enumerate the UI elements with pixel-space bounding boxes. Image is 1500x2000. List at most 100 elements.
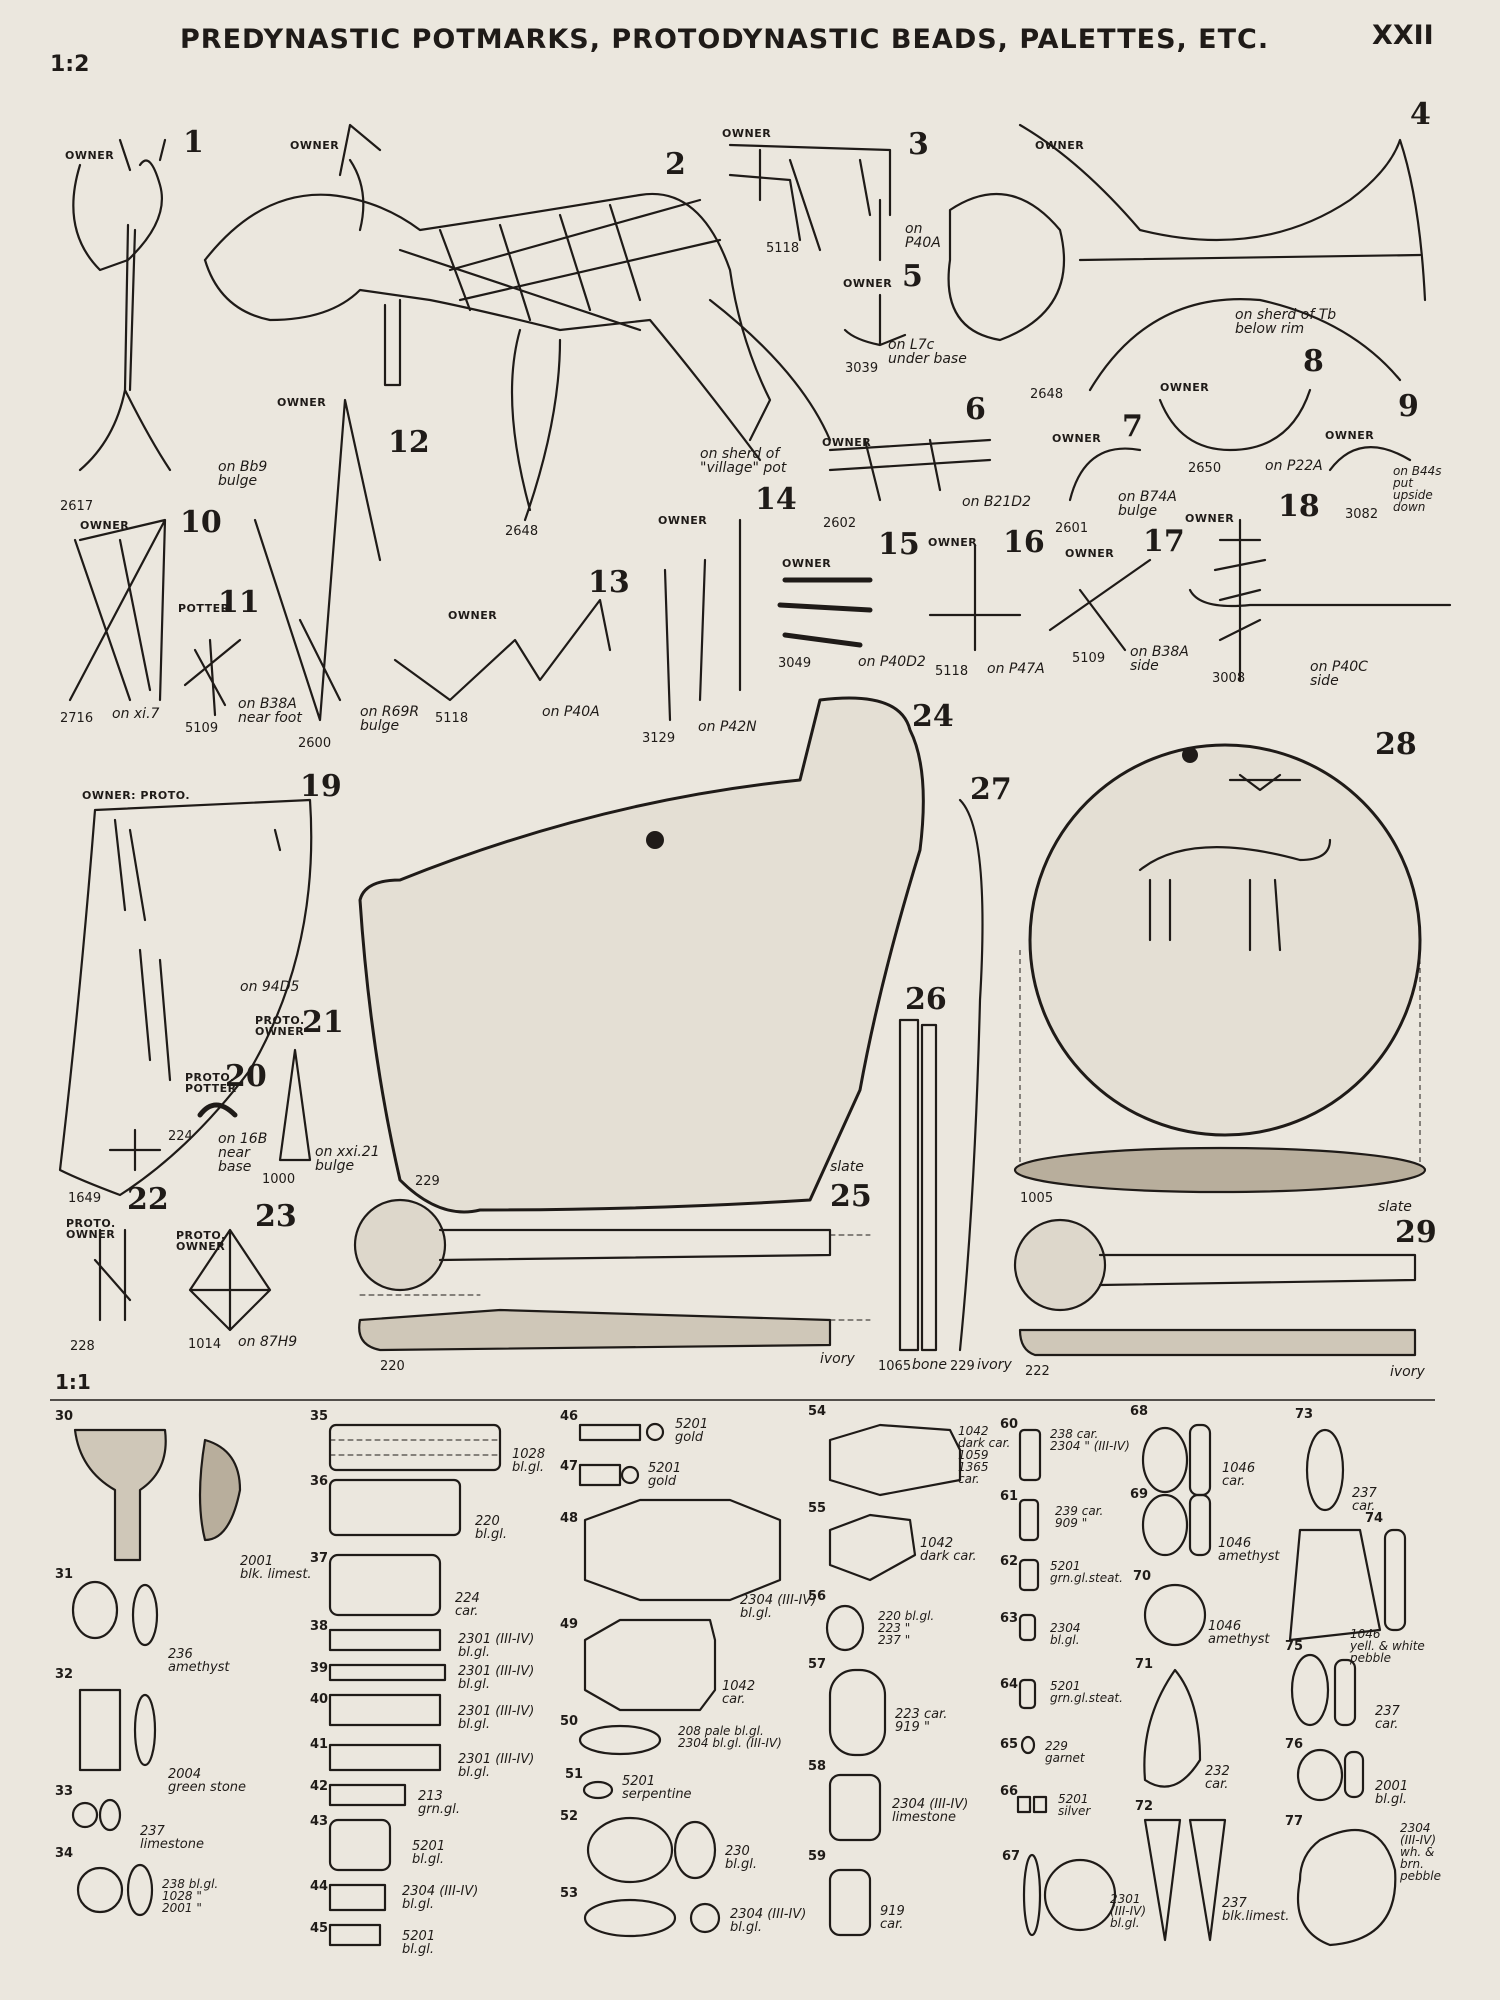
- bead-71-drawing: [1143, 1668, 1202, 1788]
- potmark-14-owner: OWNER: [658, 514, 708, 527]
- bead-34-drawing: [76, 1863, 154, 1917]
- plate-number: XXII: [1372, 20, 1434, 51]
- bead-30-number: 30: [55, 1409, 74, 1424]
- bead-74-drawing: [1288, 1528, 1407, 1642]
- bead-49-number: 49: [560, 1617, 579, 1632]
- potmark-1-number: 1: [183, 125, 204, 160]
- bead-75-label: 237 car.: [1375, 1704, 1400, 1732]
- bead-34-number: 34: [55, 1846, 74, 1861]
- potmark-8-owner: OWNER: [1160, 381, 1210, 394]
- potmark-1-tomb: 2617: [60, 499, 94, 514]
- bead-59-label: 919 car.: [880, 1904, 905, 1932]
- bead-48-number: 48: [560, 1511, 579, 1526]
- bead-58-number: 58: [808, 1759, 827, 1774]
- potmark-6-tomb: 2602: [823, 516, 857, 531]
- potmark-5-note: on L7c under base: [888, 337, 967, 367]
- potmark-16-note: on P47A: [987, 661, 1045, 677]
- bead-44-label: 2304 (III-IV) bl.gl.: [402, 1884, 479, 1912]
- potmark-7-note: on B74A bulge: [1118, 489, 1177, 519]
- potmark-12-tomb: 2600: [298, 736, 332, 751]
- potmark-10-drawing: [68, 518, 167, 702]
- bead-32-number: 32: [55, 1667, 74, 1682]
- bead-50-drawing: [578, 1724, 662, 1756]
- bead-30-label: 2001 blk. limest.: [240, 1554, 312, 1582]
- potmark-13-owner: OWNER: [448, 609, 498, 622]
- bead-69-drawing: [1141, 1493, 1212, 1557]
- bead-43-label: 5201 bl.gl.: [412, 1839, 446, 1867]
- bead-59-drawing: [828, 1868, 872, 1937]
- disc-28-drawing: [1013, 743, 1427, 1194]
- potmark-7-tomb: 2601: [1055, 521, 1089, 536]
- potmark-23-owner: PROTO. OWNER: [176, 1229, 226, 1253]
- potmark-20-owner: PROTO. POTTER: [185, 1071, 237, 1095]
- bead-47-label: 5201 gold: [648, 1461, 682, 1489]
- disc-28-material: slate: [1378, 1199, 1412, 1215]
- bead-50-number: 50: [560, 1714, 579, 1729]
- potmark-4-number: 4: [1410, 97, 1431, 132]
- potmark-9-note: on B44s put upside down: [1393, 464, 1442, 514]
- potmark-22-number: 22: [127, 1182, 169, 1217]
- bead-66-label: 5201 silver: [1058, 1792, 1091, 1818]
- bead-73-number: 73: [1295, 1407, 1314, 1422]
- potmark-5-tomb: 3039: [845, 361, 879, 376]
- potmark-23-drawing: [188, 1228, 272, 1332]
- bead-63-label: 2304 bl.gl.: [1050, 1621, 1081, 1647]
- spoon-29-drawing: [1013, 1218, 1417, 1357]
- bead-42-drawing: [328, 1783, 407, 1807]
- potmark-7-number: 7: [1122, 409, 1143, 444]
- potmark-19-tomb: 1649: [68, 1191, 102, 1206]
- pin-26-tomb: 1065: [878, 1359, 912, 1374]
- potmark-9-number: 9: [1398, 389, 1419, 424]
- bead-63-drawing: [1018, 1613, 1037, 1642]
- bead-45-drawing: [328, 1923, 382, 1947]
- pin-27-material: ivory: [977, 1357, 1012, 1373]
- potmark-10-note: on xi.7: [112, 706, 160, 722]
- potmark-21-owner: PROTO. OWNER: [255, 1014, 305, 1038]
- bead-69-label: 1046 amethyst: [1218, 1536, 1280, 1564]
- bead-41-drawing: [328, 1743, 442, 1772]
- potmark-2-owner: OWNER: [290, 139, 340, 152]
- bead-36-drawing: [328, 1478, 462, 1537]
- potmark-15-number: 15: [878, 527, 920, 562]
- bead-34-label: 238 bl.gl. 1028 " 2001 ": [162, 1877, 219, 1915]
- bead-56-label: 220 bl.gl. 223 " 237 ": [878, 1609, 935, 1647]
- bead-77-drawing: [1296, 1828, 1397, 1947]
- bead-76-label: 2001 bl.gl.: [1375, 1779, 1409, 1807]
- potmark-13-note: on P40A: [542, 704, 600, 720]
- potmark-16-tomb: 5118: [935, 664, 969, 679]
- bead-33-drawing: [71, 1798, 122, 1832]
- potmark-2-tomb: 2648: [505, 524, 539, 539]
- bead-76-number: 76: [1285, 1737, 1304, 1752]
- potmark-19-note: on 94D5: [240, 979, 300, 995]
- bead-61-drawing: [1018, 1498, 1040, 1542]
- bead-75-drawing: [1290, 1653, 1357, 1727]
- potmark-20-drawing: [197, 1102, 238, 1118]
- potmark-15-tomb: 3049: [778, 656, 812, 671]
- bead-72-label: 237 blk.limest.: [1222, 1896, 1290, 1924]
- bead-66-number: 66: [1000, 1784, 1019, 1799]
- bead-59-number: 59: [808, 1849, 827, 1864]
- potmark-18-note: on P40C side: [1310, 659, 1368, 689]
- bead-65-label: 229 garnet: [1045, 1739, 1085, 1765]
- potmark-9-drawing: [1328, 446, 1412, 472]
- bead-74-number: 74: [1365, 1511, 1384, 1526]
- bead-52-drawing: [586, 1816, 717, 1884]
- potmark-15-note: on P40D2: [858, 654, 926, 670]
- bead-39-number: 39: [310, 1661, 329, 1676]
- bead-76-drawing: [1296, 1748, 1365, 1802]
- potmark-5-drawing: [843, 293, 907, 347]
- disc-28-tomb: 1005: [1020, 1191, 1054, 1206]
- bead-38-drawing: [328, 1628, 442, 1652]
- potmark-13-number: 13: [588, 565, 630, 600]
- potmark-9-tomb: 3082: [1345, 507, 1379, 522]
- potmark-1-drawing: [72, 138, 172, 472]
- pin-26-number: 26: [905, 982, 947, 1017]
- bead-74-label: 1046 yell. & white pebble: [1350, 1627, 1425, 1665]
- potmark-23-tomb: 1014: [188, 1337, 222, 1352]
- potmark-7-drawing: [1068, 447, 1142, 502]
- bead-51-label: 5201 serpentine: [622, 1774, 692, 1802]
- potmark-2-number: 2: [665, 147, 686, 182]
- potmark-19-owner: OWNER: PROTO.: [82, 789, 191, 802]
- potmark-12-number: 12: [388, 425, 430, 460]
